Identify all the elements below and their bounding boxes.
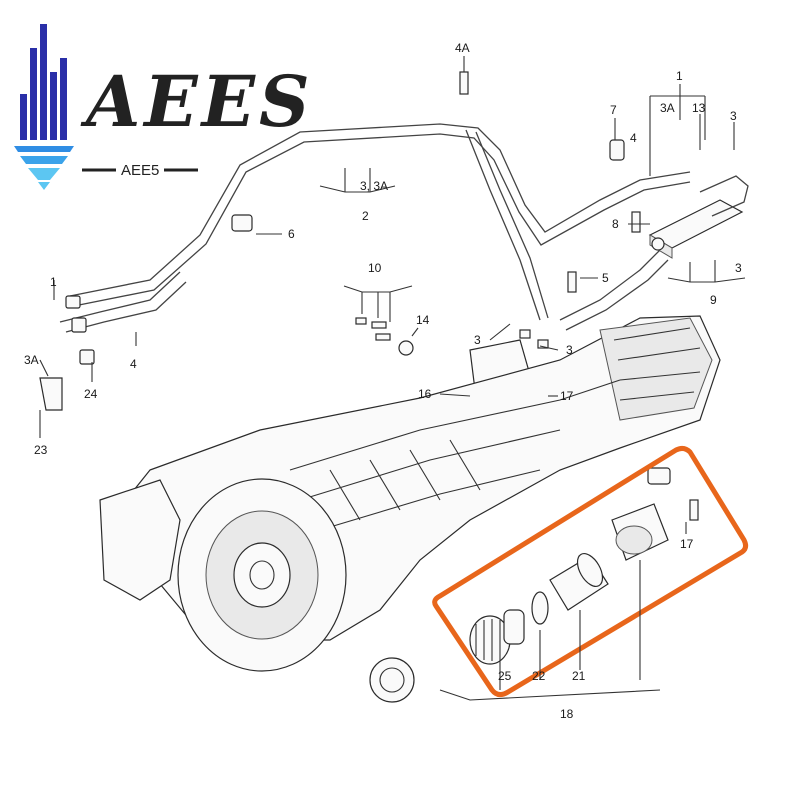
callout-23: 23 (34, 443, 48, 457)
callout-labels: 4A 1 7 3A 13 3 4 3, 3A 2 6 8 3 9 10 5 1 … (24, 41, 742, 721)
brand-logo: AEES AEE5 (14, 24, 314, 190)
callout-3-top-right: 3 (730, 109, 737, 123)
part-22-o-ring (531, 591, 549, 625)
callout-25: 25 (498, 669, 512, 683)
filter-assembly (469, 467, 699, 665)
callout-3a-left: 3A (24, 353, 39, 367)
part-21-filter-element (549, 553, 609, 611)
logo-subtitle: AEE5 (121, 162, 159, 179)
callout-22: 22 (532, 669, 546, 683)
logo-bars (20, 24, 67, 140)
callout-13: 13 (692, 101, 706, 115)
callout-24: 24 (84, 387, 98, 401)
callout-16: 16 (418, 387, 432, 401)
callout-2: 2 (362, 209, 369, 223)
callout-10: 10 (368, 261, 382, 275)
oil-cooler (648, 175, 749, 259)
callout-3-3a: 3, 3A (360, 179, 388, 193)
callout-3-right-2: 3 (735, 261, 742, 275)
callout-7: 7 (610, 103, 617, 117)
filter-highlight-box (432, 445, 749, 698)
callout-21: 21 (572, 669, 586, 683)
callout-18: 18 (560, 707, 574, 721)
callout-4-right: 4 (630, 131, 637, 145)
callout-4-left: 4 (130, 357, 137, 371)
callout-9: 9 (710, 293, 717, 307)
callout-3-mid-2: 3 (566, 343, 573, 357)
callout-3a-right: 3A (660, 101, 675, 115)
part-housing-head (611, 467, 699, 561)
callout-14: 14 (416, 313, 430, 327)
callout-8: 8 (612, 217, 619, 231)
logo-wave (14, 146, 74, 190)
callout-4a-top: 4A (455, 41, 470, 55)
callout-17-a: 17 (560, 389, 574, 403)
leader-lines (39, 56, 746, 701)
callout-6: 6 (288, 227, 295, 241)
callout-3-mid: 3 (474, 333, 481, 347)
callout-1: 1 (676, 69, 683, 83)
callout-1-left: 1 (50, 275, 57, 289)
cooler-pipes (59, 123, 691, 333)
part-25-filter-cap (469, 609, 525, 665)
torque-converter (99, 478, 415, 703)
callout-17-b: 17 (680, 537, 694, 551)
callout-5: 5 (602, 271, 609, 285)
logo-wordmark: AEES (80, 60, 314, 143)
